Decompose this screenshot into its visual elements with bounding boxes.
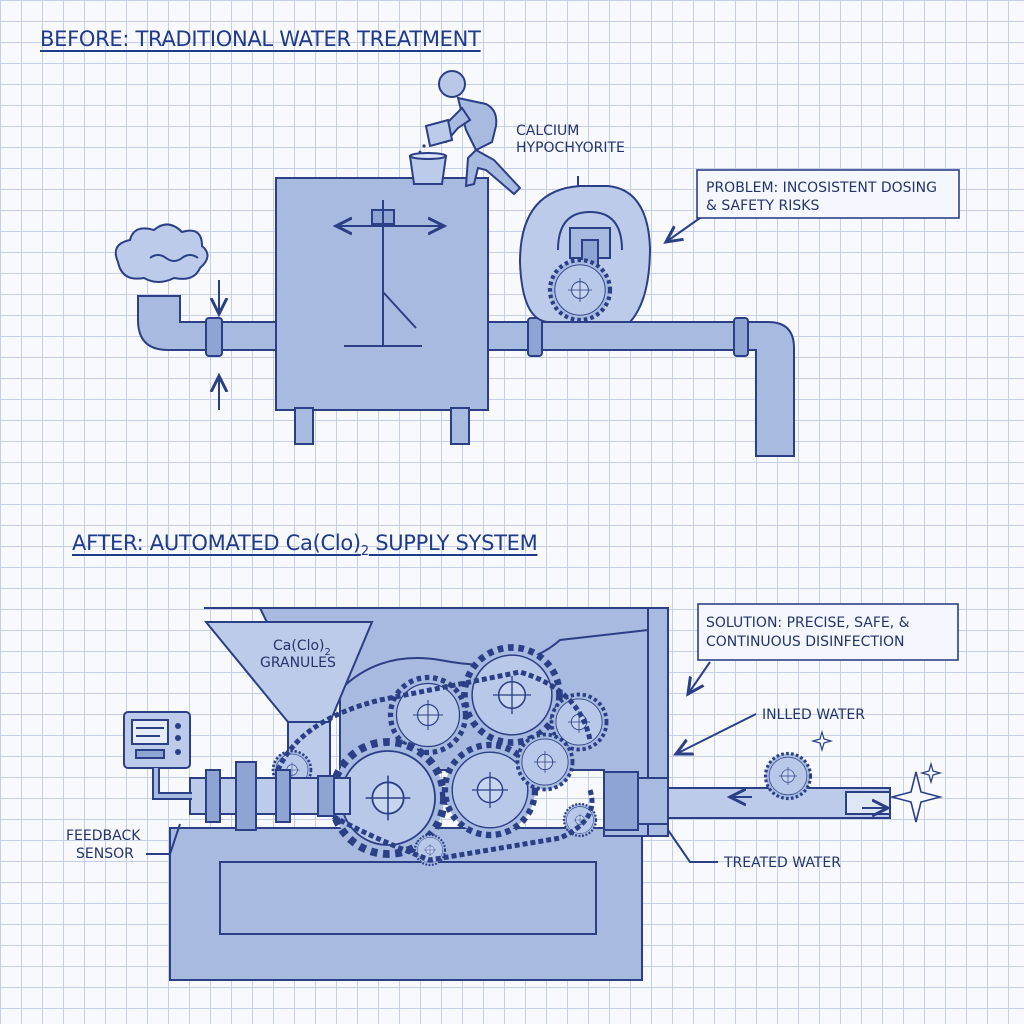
pump-gear bbox=[550, 260, 610, 320]
worker-figure bbox=[408, 70, 522, 196]
chemical-label-line1: CALCIUM bbox=[516, 123, 579, 139]
chemical-label-line2: HYPOCHYORITE bbox=[516, 140, 625, 156]
hopper-label-line1: Ca(Clo)2 bbox=[273, 638, 331, 658]
gear-mid-small bbox=[515, 732, 575, 792]
solution-callout-line2: CONTINUOUS DISINFECTION bbox=[706, 634, 905, 650]
outlet-gear bbox=[763, 751, 813, 801]
sparkle-large bbox=[888, 771, 944, 823]
machine-base bbox=[169, 827, 643, 981]
feedback-sensor-line1: FEEDBACK bbox=[66, 828, 141, 844]
problem-callout-line1: PROBLEM: INCOSISTENT DOSING bbox=[706, 180, 937, 196]
control-panel bbox=[123, 711, 192, 800]
chemical-bucket bbox=[408, 155, 448, 185]
after-heading-subscript: 2 bbox=[360, 544, 369, 560]
solution-callout-box bbox=[697, 603, 959, 661]
hopper-label-line2: GRANULES bbox=[260, 655, 336, 671]
vapor-cloud bbox=[114, 223, 209, 283]
pipe-flange bbox=[205, 317, 223, 357]
problem-callout-line2: & SAFETY RISKS bbox=[706, 198, 819, 214]
after-heading: AFTER: AUTOMATED Ca(Clo)2 SUPPLY SYSTEM bbox=[72, 531, 538, 560]
inlet-water-label: INLLED WATER bbox=[762, 707, 865, 723]
solution-callout-line1: SOLUTION: PRECISE, SAFE, & bbox=[706, 615, 910, 631]
after-heading-tail: SUPPLY SYSTEM bbox=[368, 531, 538, 555]
before-heading: BEFORE: TRADITIONAL WATER TREATMENT bbox=[40, 27, 481, 51]
gear-top-large bbox=[465, 648, 560, 743]
feedback-sensor-line2: SENSOR bbox=[76, 846, 134, 862]
drive-chain-lower bbox=[290, 789, 595, 863]
drive-chain-upper bbox=[275, 669, 593, 772]
outlet-flange bbox=[603, 771, 639, 831]
sparkle-small bbox=[919, 761, 943, 785]
after-heading-main: AFTER: AUTOMATED Ca(Clo) bbox=[72, 531, 361, 555]
sparkle-mini bbox=[810, 729, 834, 753]
before-system: CALCIUM HYPOCHYORITE PROBLEM: INCOSISTEN… bbox=[114, 70, 960, 457]
problem-callout-box bbox=[696, 169, 960, 219]
treated-water-label: TREATED WATER bbox=[723, 855, 841, 871]
after-system: Ca(Clo)2 GRANULES bbox=[66, 603, 959, 981]
